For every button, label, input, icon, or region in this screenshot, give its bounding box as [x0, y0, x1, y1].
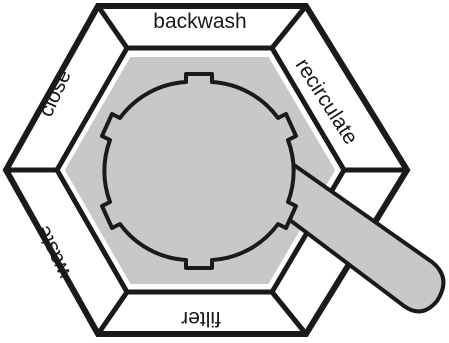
- valve-gear-icon: [102, 74, 296, 268]
- label-backwash: backwash: [153, 10, 246, 33]
- label-filter: filter: [181, 307, 221, 330]
